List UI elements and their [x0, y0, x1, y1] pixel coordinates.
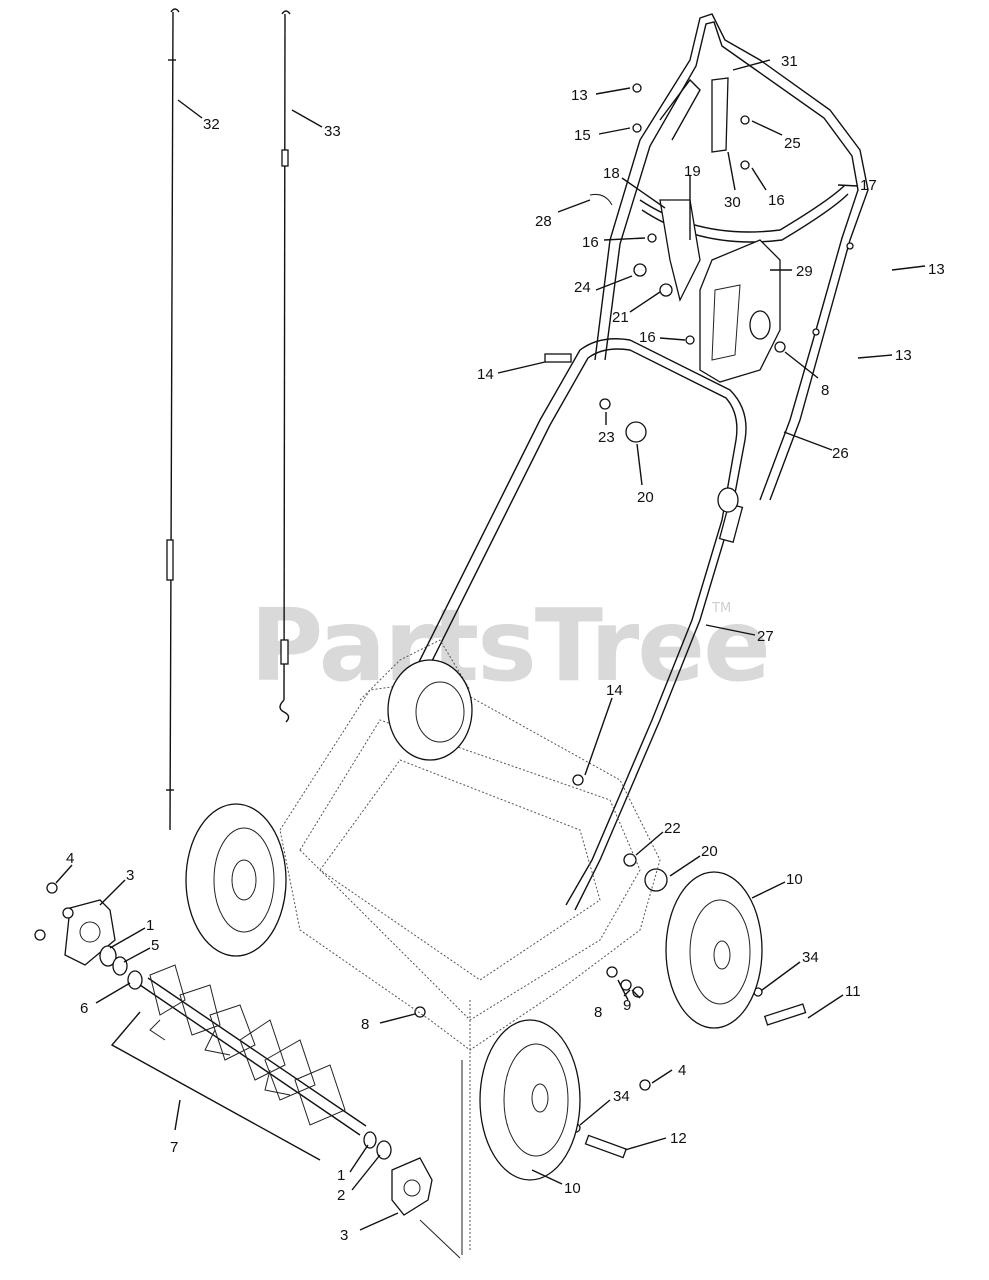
- callout-12: 12: [670, 1130, 687, 1147]
- callout-34: 34: [613, 1088, 630, 1105]
- callout-33: 33: [324, 123, 341, 140]
- lower-handle: [399, 338, 747, 911]
- cable-32: [166, 8, 180, 831]
- callout-13: 13: [895, 347, 912, 364]
- callout-10: 10: [786, 871, 803, 888]
- levers: [589, 77, 729, 302]
- callout-13: 13: [928, 261, 945, 278]
- callout-18: 18: [603, 165, 620, 182]
- callout-14: 14: [477, 366, 494, 383]
- leader-lines: [55, 59, 926, 1259]
- callout-27: 27: [757, 628, 774, 645]
- reel-assembly: [34, 882, 433, 1216]
- callout-5: 5: [151, 937, 159, 954]
- callout-20: 20: [701, 843, 718, 860]
- callout-3: 3: [340, 1227, 348, 1244]
- upper-handle: [594, 13, 869, 501]
- callout-30: 30: [724, 194, 741, 211]
- callout-1: 1: [337, 1167, 345, 1184]
- wheel-front-left: [479, 1019, 581, 1181]
- callout-11: 11: [845, 983, 861, 1000]
- callout-9: 9: [623, 997, 631, 1014]
- callout-10: 10: [564, 1180, 581, 1197]
- callout-23: 23: [598, 429, 615, 446]
- callout-8: 8: [594, 1004, 602, 1021]
- callout-16: 16: [768, 192, 785, 209]
- callout-6: 6: [80, 1000, 88, 1017]
- wheel-front-right: [665, 871, 763, 1029]
- callout-32: 32: [203, 116, 220, 133]
- callout-28: 28: [535, 213, 552, 230]
- callout-16: 16: [639, 329, 656, 346]
- callout-34: 34: [802, 949, 819, 966]
- callout-31: 31: [781, 53, 798, 70]
- callout-22: 22: [664, 820, 681, 837]
- callout-13: 13: [571, 87, 588, 104]
- wheel-rear-right: [387, 659, 473, 761]
- callout-21: 21: [612, 309, 629, 326]
- callout-8: 8: [821, 382, 829, 399]
- callout-16: 16: [582, 234, 599, 251]
- hardware: [414, 83, 854, 1159]
- callout-2: 2: [337, 1187, 345, 1204]
- callout-29: 29: [796, 263, 813, 280]
- callout-labels: 31 13 25 15 16 30 17 18 19 28 16 13 29 2…: [66, 53, 945, 1244]
- callout-26: 26: [832, 445, 849, 462]
- cable-33: [279, 10, 291, 723]
- callout-4: 4: [678, 1062, 686, 1079]
- callout-24: 24: [574, 279, 591, 296]
- callout-25: 25: [784, 135, 801, 152]
- watermark-text: PartsTree: [250, 587, 769, 704]
- callout-14: 14: [606, 682, 623, 699]
- watermark-tm: TM: [711, 601, 731, 616]
- wheel-rear-left: [185, 803, 287, 957]
- callout-1: 1: [146, 917, 154, 934]
- callout-8: 8: [361, 1016, 369, 1033]
- callout-4: 4: [66, 850, 74, 867]
- callout-20: 20: [637, 489, 654, 506]
- bracket-29: [699, 239, 781, 383]
- callout-3: 3: [126, 867, 134, 884]
- deck: [279, 639, 661, 1255]
- callout-15: 15: [574, 127, 591, 144]
- callout-19: 19: [684, 163, 701, 180]
- callout-7: 7: [170, 1139, 178, 1156]
- callout-17: 17: [860, 177, 877, 194]
